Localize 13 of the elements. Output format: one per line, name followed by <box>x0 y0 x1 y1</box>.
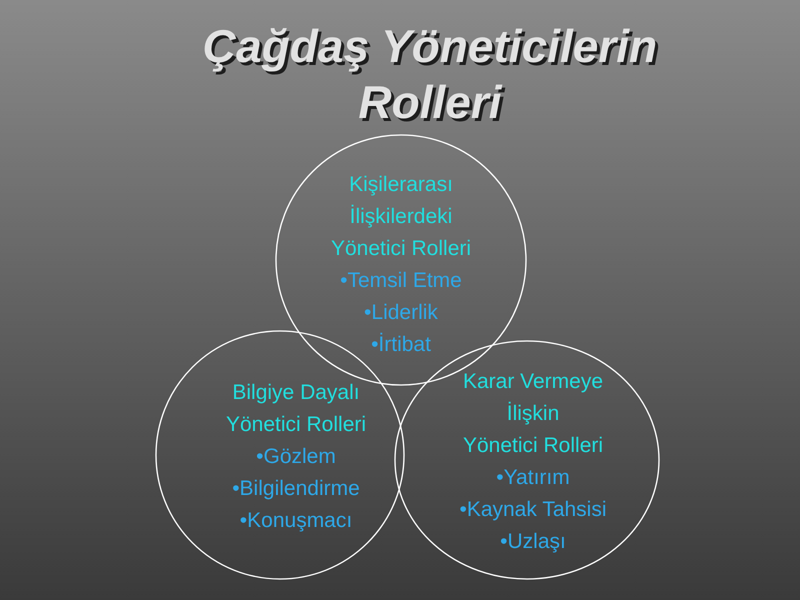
bullet-item: •İrtibat <box>371 332 431 358</box>
bullet-item: •Yatırım <box>496 465 570 491</box>
bullet-item: •Temsil Etme <box>340 268 462 294</box>
circle-heading: Bilgiye Dayalı Yönetici Rolleri <box>226 380 366 438</box>
slide-title: Çağdaş Yöneticilerin Rolleri <box>202 19 658 130</box>
bullet-item: •Bilgilendirme <box>232 476 360 502</box>
bullet-item: •Uzlaşı <box>500 529 566 555</box>
bullet-item: •Liderlik <box>364 300 438 326</box>
bullet-item: •Kaynak Tahsisi <box>459 497 607 523</box>
bullet-item: •Gözlem <box>256 444 336 470</box>
bullet-item: •Konuşmacı <box>240 508 352 534</box>
circle-heading: Karar Vermeye İlişkin Yönetici Rolleri <box>462 369 604 459</box>
circle-heading: Kişilerarası İlişkilerdeki Yönetici Rolleri <box>330 172 472 262</box>
